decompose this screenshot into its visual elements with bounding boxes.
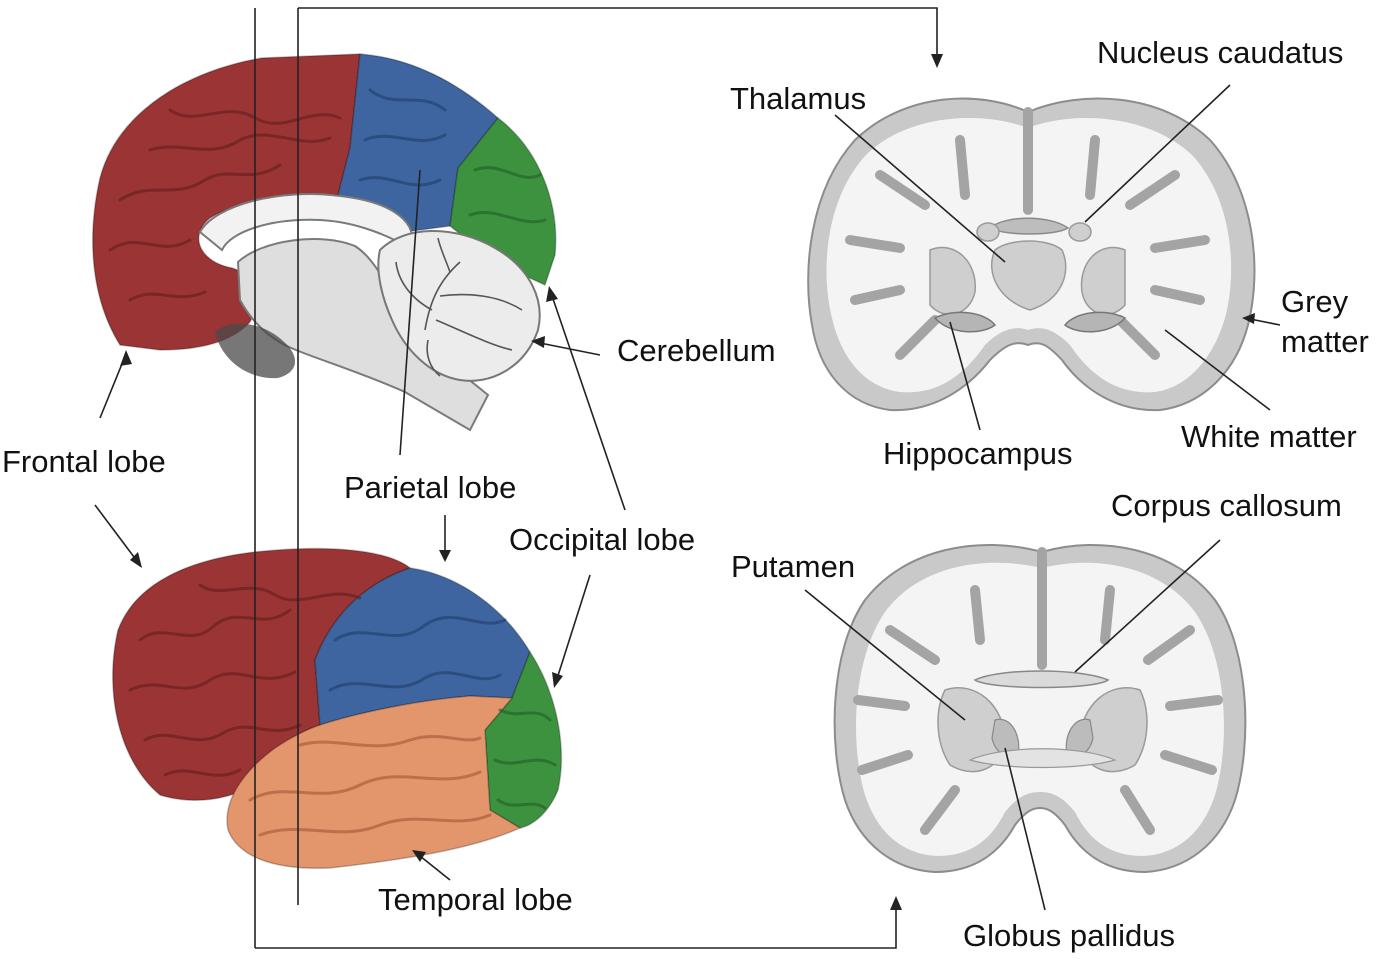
hippocampus-lead — [949, 321, 981, 431]
arrowheads — [120, 54, 1255, 910]
thalamus-lead — [834, 114, 1006, 263]
globus-pallidus-lead — [1004, 747, 1046, 911]
lateral-temporal-lobe — [226, 695, 522, 869]
upper-slice-hippocampus-right — [1063, 311, 1127, 333]
caudatus-lead — [1084, 84, 1231, 223]
label-thalamus: Thalamus — [730, 81, 866, 116]
labels: Frontal lobe Parietal lobe Occipital lob… — [2, 35, 1369, 953]
label-putamen: Putamen — [731, 549, 855, 584]
label-corpus-callosum: Corpus callosum — [1111, 488, 1342, 523]
medial-parietal-texture — [358, 88, 447, 187]
arrowhead-occipital-up — [546, 286, 558, 302]
label-frontal-lobe: Frontal lobe — [2, 444, 166, 479]
label-globus-pallidus: Globus pallidus — [963, 918, 1175, 953]
parietal-lead-up — [399, 169, 421, 456]
lateral-occipital-texture — [493, 708, 557, 810]
label-cerebellum: Cerebellum — [617, 333, 776, 368]
label-grey-matter-line2: matter — [1281, 324, 1369, 359]
arrowhead-frontal-down — [130, 552, 142, 568]
upper-slice-sulci — [845, 107, 1210, 360]
arrowhead-top-connector — [931, 54, 943, 68]
top-connector — [298, 7, 938, 62]
arrowhead-frontal-up — [120, 350, 132, 366]
upper-slice-caudate-right — [1068, 222, 1092, 242]
coronal-slice-upper — [807, 97, 1256, 412]
cerebellum-lead — [534, 341, 601, 356]
arrowhead-bottom-connector — [890, 896, 902, 910]
lateral-temporal-texture — [248, 735, 492, 837]
label-parietal-lobe: Parietal lobe — [344, 470, 516, 505]
label-grey-matter-line1: Grey — [1281, 284, 1349, 319]
label-white-matter: White matter — [1181, 419, 1357, 454]
arrowhead-occipital-down — [552, 672, 563, 688]
medial-cerebellum — [377, 230, 541, 382]
arrowhead-grey-matter — [1242, 313, 1255, 324]
label-hippocampus: Hippocampus — [883, 436, 1073, 471]
medial-occipital-texture — [468, 166, 547, 224]
medial-cerebellum-arbor — [395, 237, 523, 377]
medial-parietal-lobe — [337, 53, 500, 233]
lateral-occipital-lobe — [484, 650, 563, 829]
lower-slice-putamen-right — [1079, 687, 1148, 773]
coronal-slice-lower — [833, 543, 1247, 874]
arrowhead-parietal-down — [439, 550, 451, 562]
corpus-callosum-lead — [1074, 539, 1221, 673]
white-matter-lead — [1164, 329, 1271, 411]
bottom-connector — [255, 902, 897, 949]
occipital-lead-up — [549, 289, 626, 511]
lower-slice-corpus-callosum — [973, 670, 1110, 689]
lower-slice-sulci — [853, 547, 1223, 835]
upper-slice-thalamus — [990, 240, 1067, 311]
lower-slice-white-matter — [856, 562, 1224, 856]
connector-frame — [254, 7, 938, 949]
upper-slice-lentiform-left — [929, 246, 976, 316]
arrowhead-temporal — [412, 850, 426, 862]
upper-slice-caudate-left — [976, 222, 1000, 242]
medial-brain-view — [91, 53, 557, 432]
lateral-frontal-texture — [128, 583, 362, 777]
occipital-lead-down — [554, 574, 591, 686]
label-temporal-lobe: Temporal lobe — [378, 882, 573, 917]
lower-slice-putamen-left — [937, 687, 1006, 773]
label-occipital-lobe: Occipital lobe — [509, 522, 695, 557]
upper-slice-lentiform-right — [1080, 246, 1126, 316]
lateral-brain-view — [112, 547, 563, 869]
upper-slice-ventricle — [988, 217, 1070, 235]
arrowhead-cerebellum — [531, 336, 545, 348]
label-nucleus-caudatus: Nucleus caudatus — [1097, 35, 1343, 70]
lateral-parietal-texture — [328, 615, 507, 692]
frontal-lead-down — [94, 504, 141, 566]
putamen-lead — [804, 589, 966, 721]
